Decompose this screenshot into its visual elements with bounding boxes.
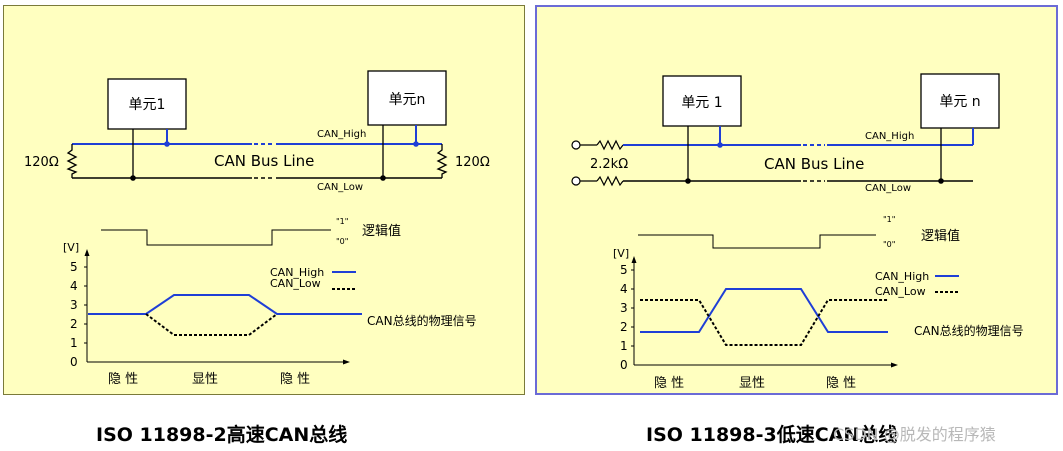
y-tick-2: 2 <box>70 317 78 331</box>
terminal-low <box>571 176 581 186</box>
state-dominant: 显性 <box>192 372 218 387</box>
low-speed-can-panel: 单元 1 单元 n 2.2kΩ CAN_High CAN_Low CAN Bus… <box>535 5 1058 395</box>
state-recessive-2: 隐 性 <box>280 372 310 387</box>
signal-label: CAN总线的物理信号 <box>914 323 1024 338</box>
y-tick-5: 5 <box>620 263 628 277</box>
logic-zero-label: "0" <box>883 240 895 249</box>
unit-n-label: 单元 n <box>939 94 980 110</box>
right-resistor-label: 120Ω <box>455 155 490 170</box>
high-speed-can-panel: 单元1 单元n 120Ω 120Ω CAN_High CAN_Low CAN B… <box>3 5 525 395</box>
can-low-signal <box>640 299 888 346</box>
unit-1-box <box>662 75 742 127</box>
legend-high-label: CAN_High <box>875 270 929 283</box>
logic-value-label: 逻辑值 <box>921 228 960 244</box>
unit-1-box <box>107 78 187 130</box>
signal-label: CAN总线的物理信号 <box>367 313 477 328</box>
y-axis-unit: [V] <box>63 241 79 254</box>
logic-zero-label: "0" <box>336 237 348 246</box>
watermark: CSDN @脱发的程序猿 <box>833 425 996 444</box>
left-resistor <box>66 144 78 178</box>
resistor-label: 2.2kΩ <box>590 157 628 172</box>
can-low-label: CAN_Low <box>317 182 363 193</box>
can-high-label: CAN_High <box>317 129 366 140</box>
bus-line-label: CAN Bus Line <box>764 155 864 173</box>
y-axis-unit: [V] <box>613 247 629 260</box>
logic-waveform <box>638 234 876 249</box>
unit-1-label: 单元 1 <box>681 95 722 111</box>
logic-value-label: 逻辑值 <box>362 223 401 239</box>
y-tick-0: 0 <box>620 358 628 372</box>
legend-low-label: CAN_Low <box>270 277 321 290</box>
right-resistor <box>436 144 448 178</box>
left-resistor-label: 120Ω <box>24 155 59 170</box>
caption-low-speed: ISO 11898-3低速CAN总线 <box>646 424 898 446</box>
can-high-label: CAN_High <box>865 131 914 142</box>
y-tick-3: 3 <box>70 298 78 312</box>
unit-n-label: 单元n <box>389 92 426 108</box>
terminal-high <box>571 140 581 150</box>
high-speed-can-diagram: 单元1 单元n 120Ω 120Ω CAN_High CAN_Low CAN B… <box>24 70 490 387</box>
can-low-label: CAN_Low <box>865 183 911 194</box>
y-tick-0: 0 <box>70 355 78 369</box>
bus-line-label: CAN Bus Line <box>214 152 314 170</box>
state-recessive-1: 隐 性 <box>654 376 684 391</box>
y-tick-2: 2 <box>620 320 628 334</box>
can-low-signal <box>145 313 278 336</box>
caption-high-speed: ISO 11898-2高速CAN总线 <box>96 424 348 446</box>
y-tick-1: 1 <box>620 339 628 353</box>
can-high-signal <box>640 288 888 333</box>
state-recessive-1: 隐 性 <box>108 372 138 387</box>
y-tick-5: 5 <box>70 260 78 274</box>
logic-one-label: "1" <box>336 217 348 226</box>
resistor-high <box>596 139 624 151</box>
unit-n-box <box>367 70 447 126</box>
y-tick-3: 3 <box>620 301 628 315</box>
legend-high-label: CAN_High <box>270 266 324 279</box>
y-tick-1: 1 <box>70 336 78 350</box>
state-dominant: 显性 <box>739 376 765 391</box>
state-recessive-2: 隐 性 <box>826 376 856 391</box>
y-tick-4: 4 <box>620 282 628 296</box>
y-tick-4: 4 <box>70 279 78 293</box>
logic-waveform <box>101 229 331 246</box>
logic-one-label: "1" <box>883 215 895 224</box>
legend-low-label: CAN_Low <box>875 285 926 298</box>
unit-n-box <box>920 73 1000 129</box>
unit-1-label: 单元1 <box>129 97 166 113</box>
can-high-signal <box>88 294 362 315</box>
resistor-low <box>596 175 624 187</box>
low-speed-can-diagram: 单元 1 单元 n 2.2kΩ CAN_High CAN_Low CAN Bus… <box>571 73 1024 391</box>
